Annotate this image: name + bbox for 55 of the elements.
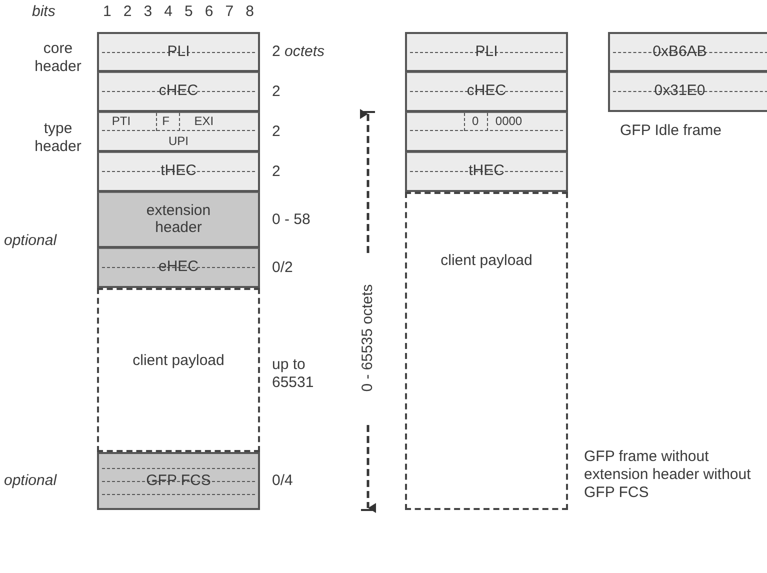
field-label: cHEC	[466, 82, 508, 99]
field-label: PTI	[112, 115, 131, 128]
bit-number: 8	[244, 3, 255, 21]
annotation-text: GFP Idle frame	[620, 122, 722, 140]
annotation-text: GFP frame without extension header without GFP FCS	[584, 448, 752, 502]
annotation-text: optional	[4, 232, 58, 250]
payload-field	[97, 288, 260, 452]
header-field	[97, 72, 260, 112]
header-field	[405, 32, 568, 72]
bit-number: 7	[224, 3, 235, 21]
header-field	[608, 32, 767, 72]
header-field	[97, 452, 260, 510]
field-label: tHEC	[160, 162, 198, 179]
field-label: client payload	[132, 352, 226, 369]
type-field	[97, 112, 260, 152]
annotation-text: type header	[34, 120, 82, 156]
annotation-text: 2 octets	[272, 43, 326, 61]
header-field	[608, 72, 767, 112]
field-label: 0000	[495, 115, 522, 128]
field-label: 0x31E0	[653, 82, 706, 99]
field-label: F	[162, 115, 170, 128]
header-field	[97, 152, 260, 192]
field-label: 0xB6AB	[652, 43, 708, 60]
annotation-text: 2	[272, 163, 282, 181]
annotation-text: up to 65531	[272, 356, 315, 392]
axis-label: bits	[32, 3, 56, 21]
bit-number: 2	[122, 3, 133, 21]
header-field	[97, 248, 260, 288]
dimension-label: 0 - 65535 octets	[359, 284, 377, 392]
header-field	[97, 32, 260, 72]
bit-number: 3	[142, 3, 154, 21]
bit-number: 6	[204, 3, 214, 21]
bit-number: 5	[184, 3, 194, 21]
header-field	[405, 152, 568, 192]
field-label: cHEC	[158, 82, 200, 99]
annotation-text: 2	[272, 123, 282, 141]
annotation-text: 0/4	[272, 472, 294, 490]
annotation-text: 0 - 58	[272, 211, 312, 229]
field-label: 0	[472, 115, 479, 128]
annotation-text: 2	[272, 83, 282, 101]
annotation-text: core header	[34, 40, 82, 76]
field-label: eHEC	[157, 258, 200, 275]
field-label: EXI	[194, 115, 214, 128]
bit-number: 4	[163, 3, 174, 21]
field-label: client payload	[440, 252, 534, 269]
field-label: extension header	[145, 202, 212, 236]
field-label: UPI	[168, 135, 188, 148]
payload-field	[405, 192, 568, 510]
bit-number: 1	[102, 3, 112, 21]
type-field	[405, 112, 568, 152]
header-field	[97, 192, 260, 248]
annotation-text: optional	[4, 472, 58, 490]
header-field	[405, 72, 568, 112]
annotation-text: 0/2	[272, 259, 294, 277]
field-label: tHEC	[468, 162, 506, 179]
